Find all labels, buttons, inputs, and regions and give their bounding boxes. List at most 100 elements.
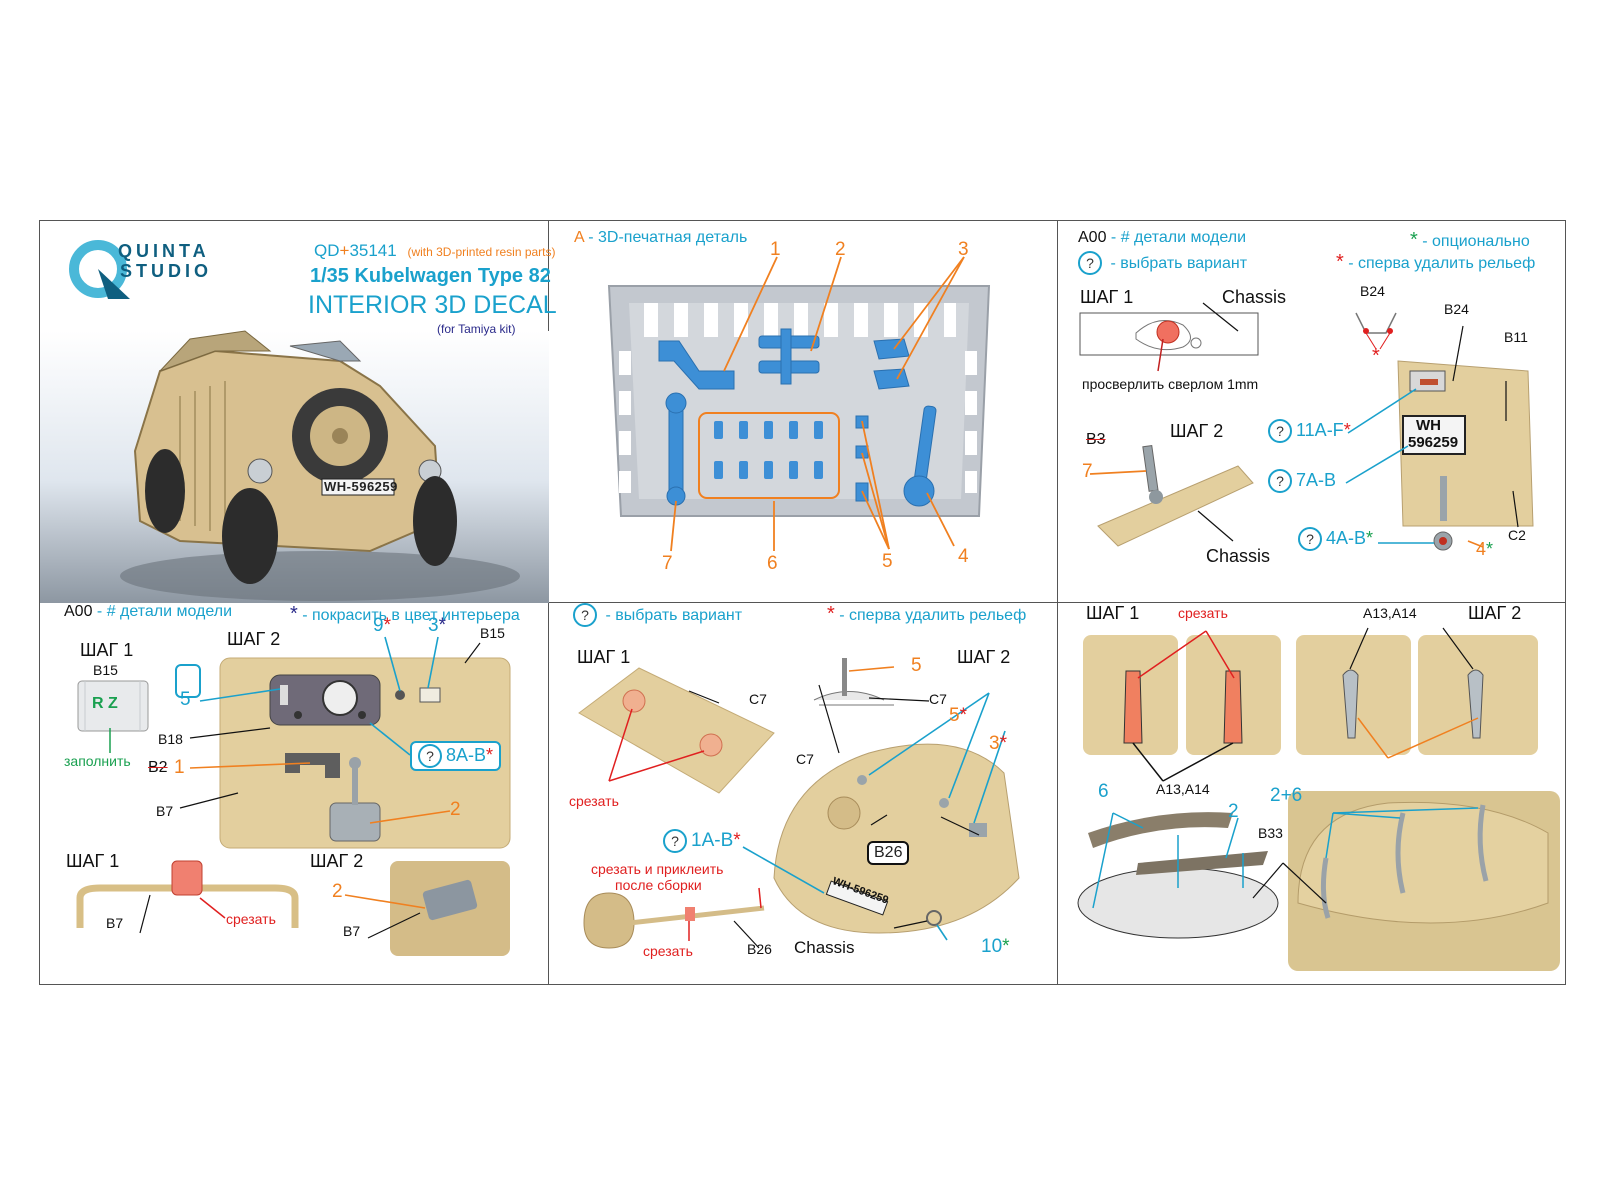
- step2-label: ШАГ 2: [957, 647, 1011, 667]
- soft-top-panel: ШАГ 1 срезать A13,A14 ШАГ 2 A13,A14 6 2 …: [1058, 603, 1566, 984]
- kit-note: (for Tamiya kit): [437, 322, 516, 336]
- b11-label: B11: [1504, 329, 1528, 345]
- brand-line1: QUINTA: [118, 241, 210, 261]
- chassis-label-bottom: Chassis: [1206, 546, 1271, 566]
- part-4: 4*: [1476, 539, 1494, 559]
- question-icon: ?: [1268, 469, 1292, 493]
- a13a14-mid-label: A13,A14: [1156, 781, 1210, 797]
- soft-top-drawings: [1077, 627, 1560, 971]
- header-panel: QUINTA STUDIO QD+35141 (with 3D-printed …: [40, 221, 557, 603]
- drill-note: просверлить сверлом 1mm: [1082, 376, 1259, 392]
- question-icon: ?: [418, 744, 442, 768]
- remove-relief-legend-2: * - сперва удалить рельеф: [827, 603, 1027, 625]
- step2-label: ШАГ 2: [227, 629, 281, 649]
- choose-variant-legend-2: ? - выбрать вариант: [573, 603, 742, 627]
- b7-label: B7: [156, 803, 174, 819]
- b26-box-label: B26: [867, 841, 910, 865]
- chassis-panel: A00 - # детали модели ? - выбрать вариан…: [1058, 221, 1566, 603]
- b18-label: B18: [158, 731, 183, 747]
- green-asterisk-icon: *: [1410, 229, 1418, 251]
- printed-part-legend: A - 3D-печатная деталь: [574, 229, 747, 247]
- resin-tray-drawing: [607, 256, 991, 552]
- tray-callout-1: 1: [770, 239, 781, 260]
- cut-bottom-note: срезать: [643, 943, 693, 959]
- part-7: 7: [1082, 461, 1093, 482]
- variant-1: ?1A-B*: [663, 829, 741, 853]
- variant-7: ?7A-B: [1268, 469, 1336, 493]
- choose-variant-legend: ? - выбрать вариант: [1078, 251, 1247, 275]
- chassis-drawings: [1079, 302, 1534, 551]
- quinta-logo-icon: [69, 240, 130, 299]
- variant-4: ?4A-B*: [1298, 527, 1373, 551]
- code-note: (with 3D-printed resin parts): [407, 245, 556, 259]
- chassis-label-top: Chassis: [1222, 287, 1287, 307]
- model-part-legend: A00 - # детали модели: [1078, 229, 1246, 247]
- part-5: 5*: [949, 705, 967, 726]
- question-icon: ?: [573, 603, 597, 627]
- tray-callout-4: 4: [958, 546, 969, 567]
- remove-relief-legend: * - сперва удалить рельеф: [1336, 251, 1535, 274]
- c7-top-label: C7: [929, 691, 947, 707]
- b24-small-label: B24: [1360, 283, 1385, 299]
- model-part-legend-2: A00 - # детали модели: [64, 603, 233, 620]
- model-part-code: A00: [1078, 229, 1107, 246]
- part-5-top: 5: [911, 655, 922, 676]
- b7-bottom-label: B7: [106, 915, 124, 931]
- question-icon: ?: [1268, 419, 1292, 443]
- c7-label: C7: [749, 691, 767, 707]
- tray-callout-3: 3: [958, 239, 969, 260]
- tray-callout-6: 6: [767, 553, 778, 574]
- instruction-sheet: QUINTA STUDIO QD+35141 (with 3D-printed …: [39, 220, 1566, 985]
- hood-drawings: [578, 658, 1020, 949]
- part-10: 10*: [981, 936, 1010, 957]
- step2-label: ШАГ 2: [1468, 603, 1522, 623]
- hood-panel: ? - выбрать вариант * - сперва удалить р…: [549, 603, 1058, 984]
- part-3: 3*: [989, 733, 1007, 754]
- optional-text: - опционально: [1417, 233, 1530, 250]
- part-1: 1: [174, 757, 185, 778]
- step2-bottom-label: ШАГ 2: [310, 851, 364, 871]
- cut-note: срезать: [1178, 605, 1228, 621]
- step1-label: ШАГ 1: [80, 640, 134, 660]
- step1-label: ШАГ 1: [1086, 603, 1140, 623]
- plate-line2: 596259: [1408, 434, 1459, 451]
- a13a14-top-label: A13,A14: [1363, 605, 1417, 621]
- part-2: 2: [1228, 801, 1239, 822]
- part-6: 6: [1098, 781, 1109, 802]
- b33-label: B33: [1258, 825, 1283, 841]
- decal-title: INTERIOR 3D DECAL: [308, 291, 557, 319]
- choose-variant-text: - выбрать вариант: [1106, 255, 1248, 272]
- remove-relief-text: - сперва удалить рельеф: [1343, 255, 1536, 272]
- part-5: 5: [180, 689, 191, 710]
- part-2-plus-6: 2+6: [1270, 785, 1303, 806]
- step1-label: ШАГ 1: [1080, 287, 1134, 307]
- variant-8: ?8A-B*: [410, 741, 502, 771]
- plate-line1: WH: [1416, 417, 1441, 434]
- dashboard-panel: A00 - # детали модели * - покрасить в цв…: [40, 603, 549, 984]
- printed-part-letter: A: [574, 229, 584, 246]
- product-code: QD+35141 (with 3D-printed resin parts): [314, 241, 556, 261]
- cut-note: срезать: [226, 911, 276, 927]
- chassis-label: Chassis: [794, 938, 855, 957]
- kubelwagen-illustration: [40, 330, 549, 603]
- code-number: 35141: [349, 241, 397, 260]
- navy-asterisk-icon: *: [290, 603, 298, 625]
- tray-callout-7: 7: [662, 553, 673, 574]
- step1-bottom-label: ШАГ 1: [66, 851, 120, 871]
- dashboard-drawings: [76, 636, 511, 956]
- model-name: 1/35 Kubelwagen Type 82: [310, 265, 551, 287]
- red-asterisk-icon: *: [1336, 251, 1344, 273]
- step1-label: ШАГ 1: [577, 647, 631, 667]
- part-2: 2: [450, 799, 461, 820]
- part-2-bottom: 2: [332, 881, 343, 902]
- b24-label: B24: [1444, 301, 1469, 317]
- printed-part-text: - 3D-печатная деталь: [583, 229, 748, 246]
- variant-11: ?11A-F*: [1268, 419, 1351, 443]
- paint-interior-legend: * - покрасить в цвет интерьера: [290, 603, 520, 625]
- b15-label: B15: [480, 625, 505, 641]
- c7-mid-label: C7: [796, 751, 814, 767]
- b7-bottom2-label: B7: [343, 923, 361, 939]
- brand-line2: STUDIO: [120, 261, 213, 281]
- code-prefix: QD: [314, 241, 340, 260]
- question-icon: ?: [1078, 251, 1102, 275]
